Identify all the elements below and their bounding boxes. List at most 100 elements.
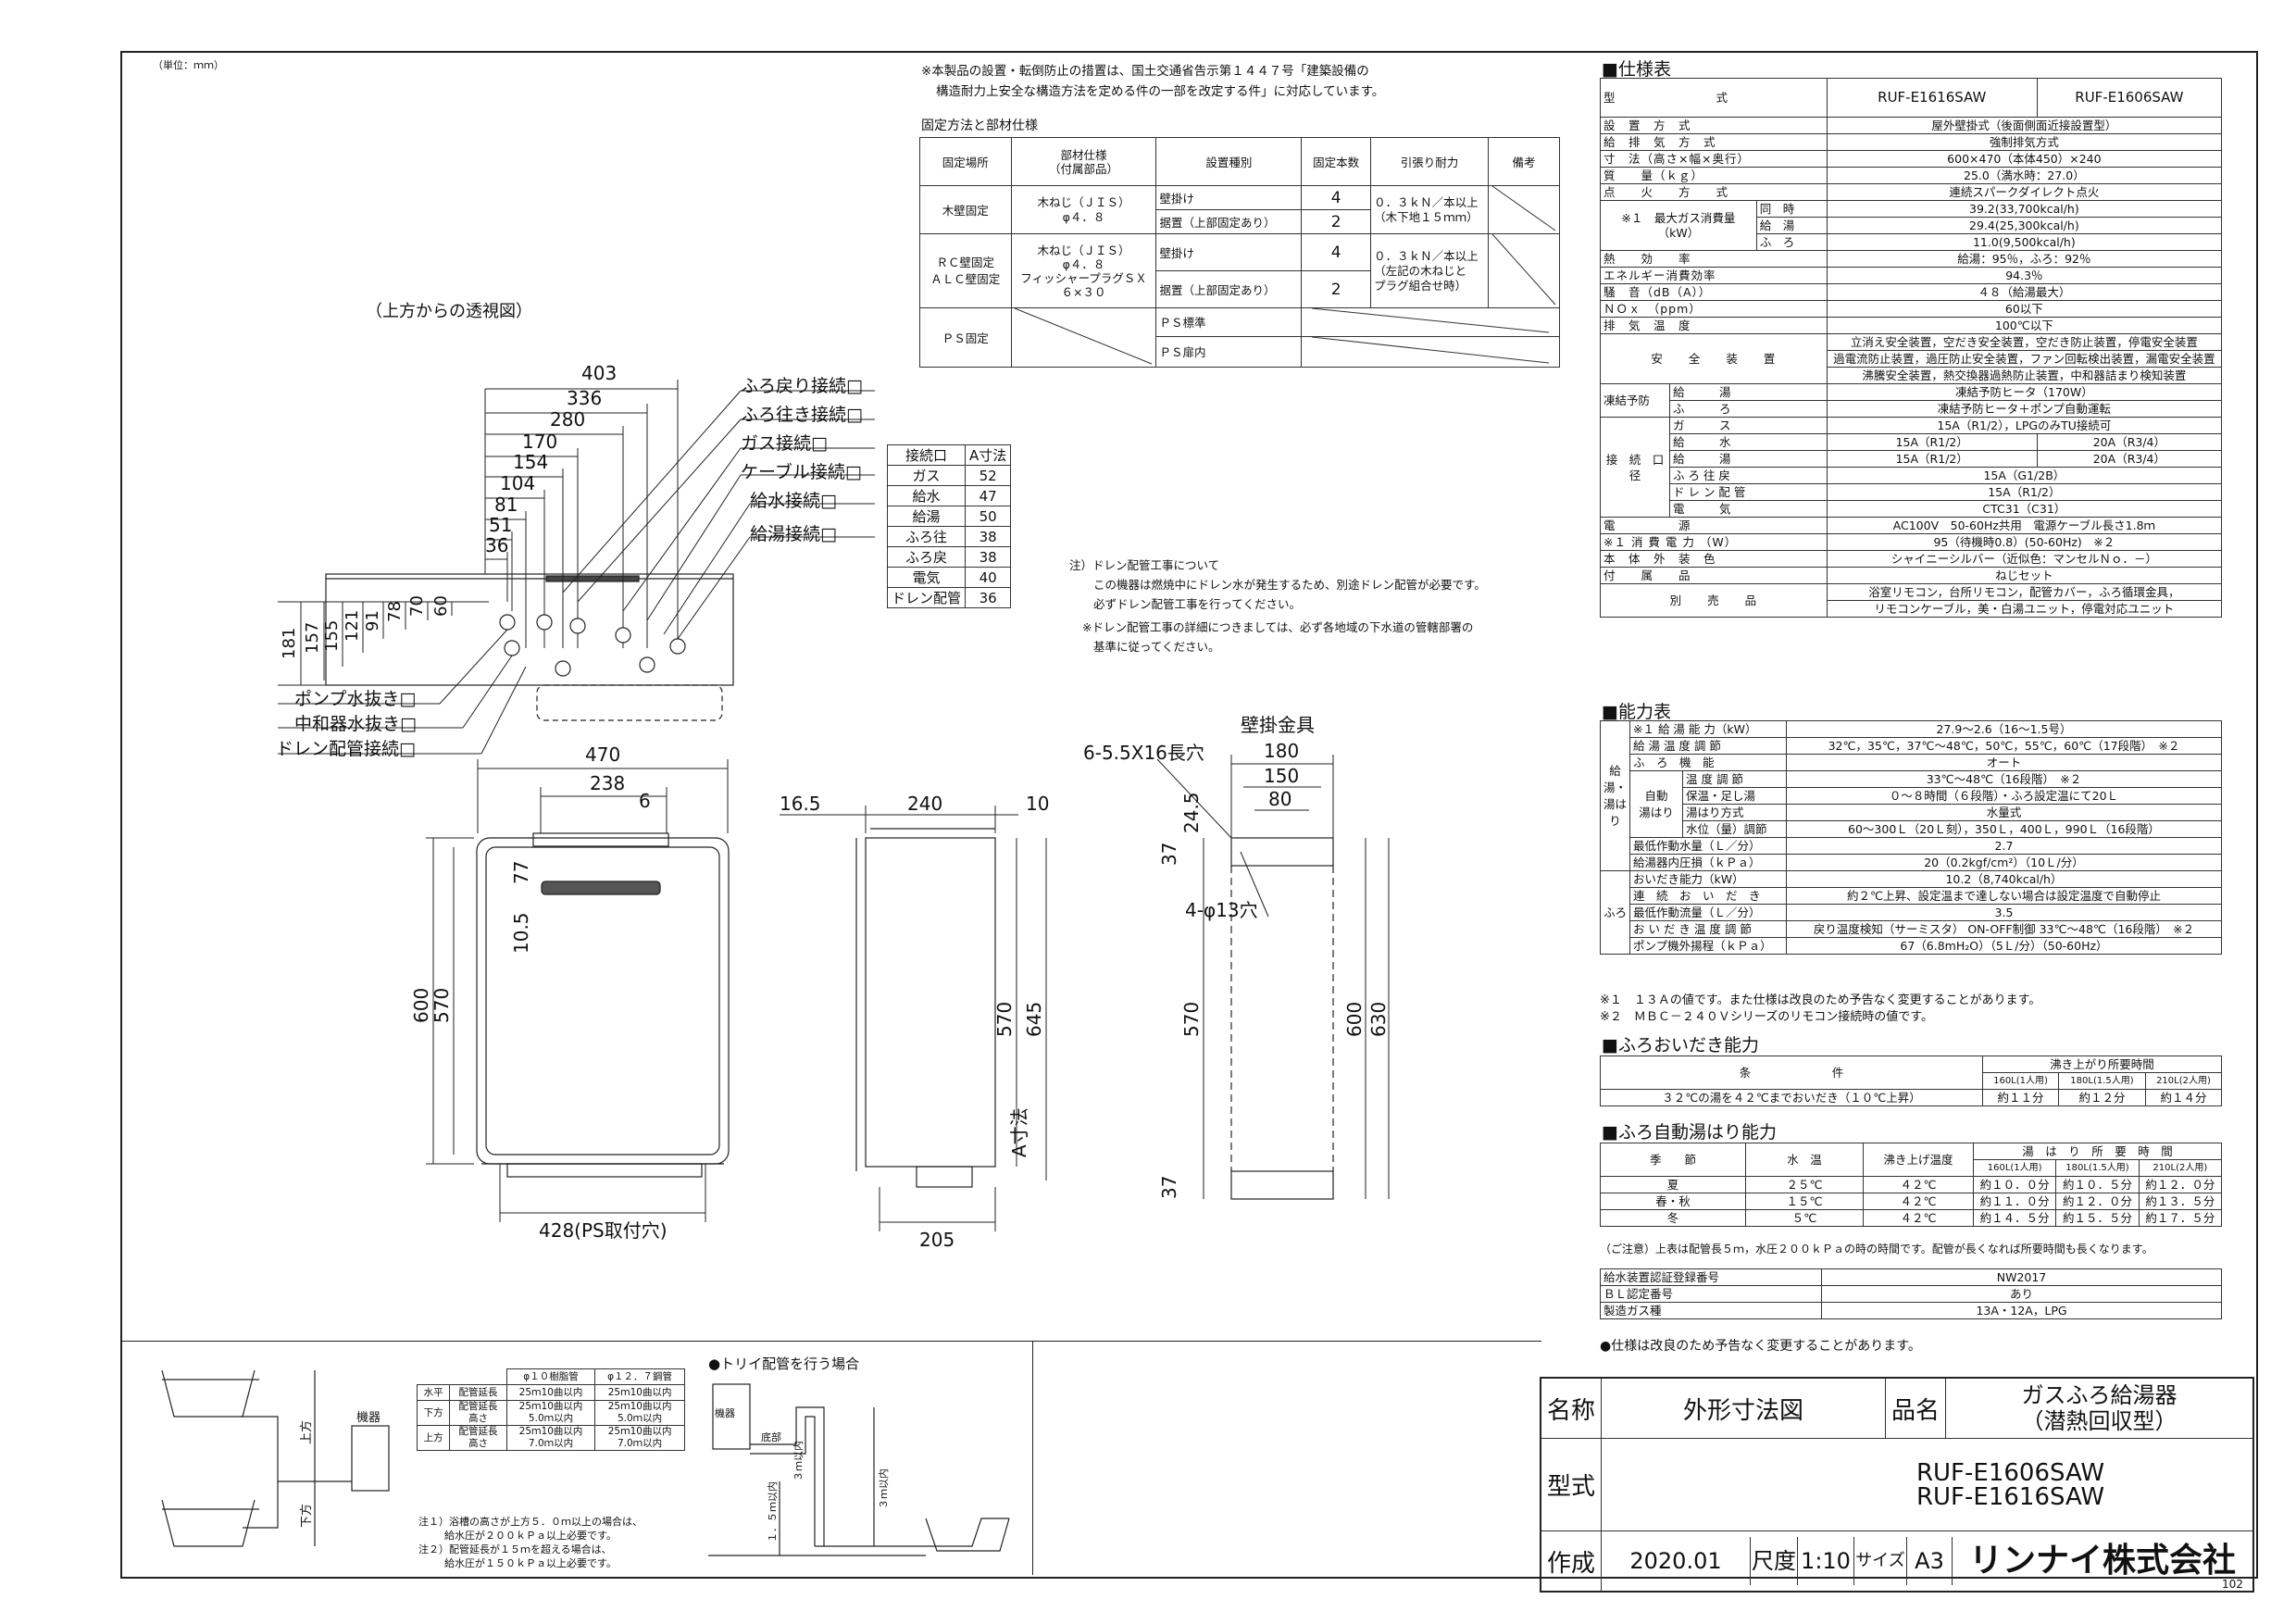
spec-sub-label: ふ ろ 往 戻: [1669, 467, 1828, 484]
capacity-label: 連 続 お い だ き: [1629, 887, 1787, 905]
blank-slash: [1312, 336, 1550, 364]
spec-value: 20A（R3/4）: [2036, 450, 2223, 468]
tb-label: 品名: [1885, 1377, 1946, 1439]
tb-size: A3: [1907, 1537, 1953, 1585]
table-row: ポンプ機外揚程（ｋＰａ）67（6.8mH₂O）（5Ｌ/分）（50-60Hz）: [1601, 937, 2223, 955]
spec-value: 沸騰安全装置，熱交換器過熱防止装置，中和器詰まり検知装置: [1826, 367, 2223, 384]
table-row: 付 属 品ねじセット: [1600, 567, 2223, 584]
title-block: 名称 外形寸法図 品名 ガスふろ給湯器 （潜熱回収型） 型式 RUF-E1606…: [1540, 1377, 2254, 1593]
fix-type: 据置（上部固定あり）: [1155, 209, 1303, 234]
conn-a-dim: 50: [965, 506, 1012, 527]
conn-header: 接続口: [886, 444, 967, 466]
table-row: 最低作動流量（Ｌ／分）3.5: [1601, 904, 2223, 921]
capacity-label: ふ ろ 機 能: [1629, 754, 1787, 771]
fix-blank: [1301, 335, 1560, 369]
dim-label: 6-5.5X16長穴: [1083, 742, 1204, 764]
conn-name: 給水: [886, 485, 967, 506]
fix-type: 据置（上部固定あり）: [1155, 270, 1303, 308]
spec-label: 熱 効 率: [1600, 250, 1828, 268]
dim-label: 600: [1343, 1002, 1366, 1037]
autofill-time: 約１０．０分: [1972, 1176, 2057, 1193]
table-row: 騒 音（dB（A））４８（給湯最大）: [1600, 283, 2223, 301]
conn-a-dim: 38: [965, 526, 1012, 547]
trap-label: ３ｍ以内: [792, 1441, 805, 1481]
pipe-cell: 25ｍ10曲以内: [505, 1384, 596, 1401]
oidaki-cond: ３２℃の湯を４２℃までおいだき（１０℃上昇）: [1600, 1089, 1983, 1106]
spec-sub-label: 給 水: [1669, 433, 1828, 451]
table-row: 熱 効 率給湯：95％，ふろ：92％: [1600, 250, 2223, 268]
table-row: 給湯・湯はり※１ 給 湯 能 力（kW）27.9～2.6（16～1.5号）: [1600, 720, 2223, 871]
autofill-note: （ご注意）上表は配管長５ｍ，水圧２００ｋＰａの時の時間です。配管が長くなれば所要…: [1600, 1243, 2153, 1255]
fix-part: 木ねじ（ＪＩＳ） φ４．８ フィッシャープラグＳＸ ６×３０: [1010, 233, 1157, 308]
spec-label: 電 源: [1600, 517, 1828, 534]
spec-label: 給 排 気 方 式: [1600, 133, 1828, 151]
dim-label: 37: [1158, 1176, 1180, 1199]
conn-a-dim: 38: [965, 546, 1012, 568]
dim-label: 403: [581, 362, 617, 384]
fix-header: 設置種別: [1155, 137, 1303, 186]
table-row: ふ ろ 機 能オート: [1601, 754, 2223, 771]
dim-label: 181: [280, 628, 299, 659]
spec-label: 型 式: [1600, 78, 1828, 118]
tb-scale: 1:10: [1798, 1537, 1854, 1585]
spec-value: 25.0（満水時：27.0）: [1826, 167, 2223, 184]
oidaki-col: 210L(2人用): [2144, 1072, 2223, 1090]
autofill-time: 約１７．５分: [2138, 1209, 2223, 1227]
drain-note-line: 必ずドレン配管工事を行ってください。: [1093, 597, 1302, 611]
dim-label: 4-φ13穴: [1185, 899, 1258, 921]
drain-note: 注）ドレン配管工事について この機器は燃焼中にドレン水が発生するため、別途ドレン…: [1069, 556, 1486, 656]
dim-label: 630: [1367, 1002, 1390, 1037]
fix-strength: ０．３ｋＮ／本以上 （左記の木ねじと プラグ組合せ時）: [1370, 233, 1489, 308]
capacity-label: お い だ き 温 度 調 節: [1629, 920, 1787, 938]
dim-label: 428(PS取付穴): [539, 1219, 668, 1242]
pipe-cell: 配管延長: [449, 1384, 507, 1401]
dim-label: 155: [322, 620, 342, 652]
spec-label: エネルギー消費効率: [1600, 267, 1828, 284]
table-row: 点 火 方 式連続スパークダイレクト点火: [1600, 183, 2223, 201]
spec-value: 立消え安全装置，空だき安全装置，空だき防止装置，停電安全装置: [1826, 333, 2223, 351]
conn-a-dim: 36: [965, 587, 1012, 608]
fix-place: 木壁固定: [919, 185, 1012, 234]
dim-label: 570: [1180, 1002, 1203, 1037]
spec-value: 29.4(25,300kcal/h): [1826, 217, 2223, 234]
spec-label: 騒 音（dB（A））: [1600, 283, 1828, 301]
autofill-cell: １５℃: [1745, 1193, 1864, 1210]
spec-value: ねじセット: [1826, 567, 2223, 584]
fix-strength: ０．３ｋＮ／本以上 （木下地１５ｍｍ）: [1370, 185, 1489, 234]
trap-label: ３ｍ以内: [877, 1468, 890, 1509]
unit-label: （単位：ｍｍ）: [153, 59, 224, 71]
cert-label: 製造ガス種: [1600, 1302, 1822, 1319]
capacity-note: ※２ ＭＢＣ－２４０Ｖシリーズのリモコン接続時の値です。: [1600, 1010, 1933, 1024]
table-row: 給湯器内圧損（ｋＰａ）20（0.2kgf/cm²）（10Ｌ/分）: [1601, 854, 2223, 871]
spec-value: 給湯：95％，ふろ：92％: [1826, 250, 2223, 268]
tb-label: 尺度: [1751, 1537, 1798, 1585]
dim-label: 570: [993, 1002, 1016, 1037]
autofill-time: 約１０．５分: [2055, 1176, 2140, 1193]
spec-label: 本 体 外 装 色: [1600, 550, 1828, 568]
oidaki-cond-header: 条 件: [1600, 1056, 1983, 1090]
dim-label: 180: [1264, 740, 1299, 762]
table-row: 質 量（ｋｇ）25.0（満水時：27.0）: [1600, 167, 2223, 184]
fix-part: 木ねじ（ＪＩＳ） φ４．８: [1010, 185, 1157, 234]
capacity-side-label: ふろ: [1600, 870, 1630, 955]
conn-a-dim: 40: [965, 567, 1012, 588]
dim-label: 37: [1158, 843, 1180, 866]
capacity-value: 33℃～48℃（16段階） ※２: [1785, 770, 2223, 788]
table-row: 給 排 気 方 式強制排気方式: [1600, 133, 2223, 151]
capacity-label: ※１ 給 湯 能 力（kW）: [1629, 720, 1787, 738]
